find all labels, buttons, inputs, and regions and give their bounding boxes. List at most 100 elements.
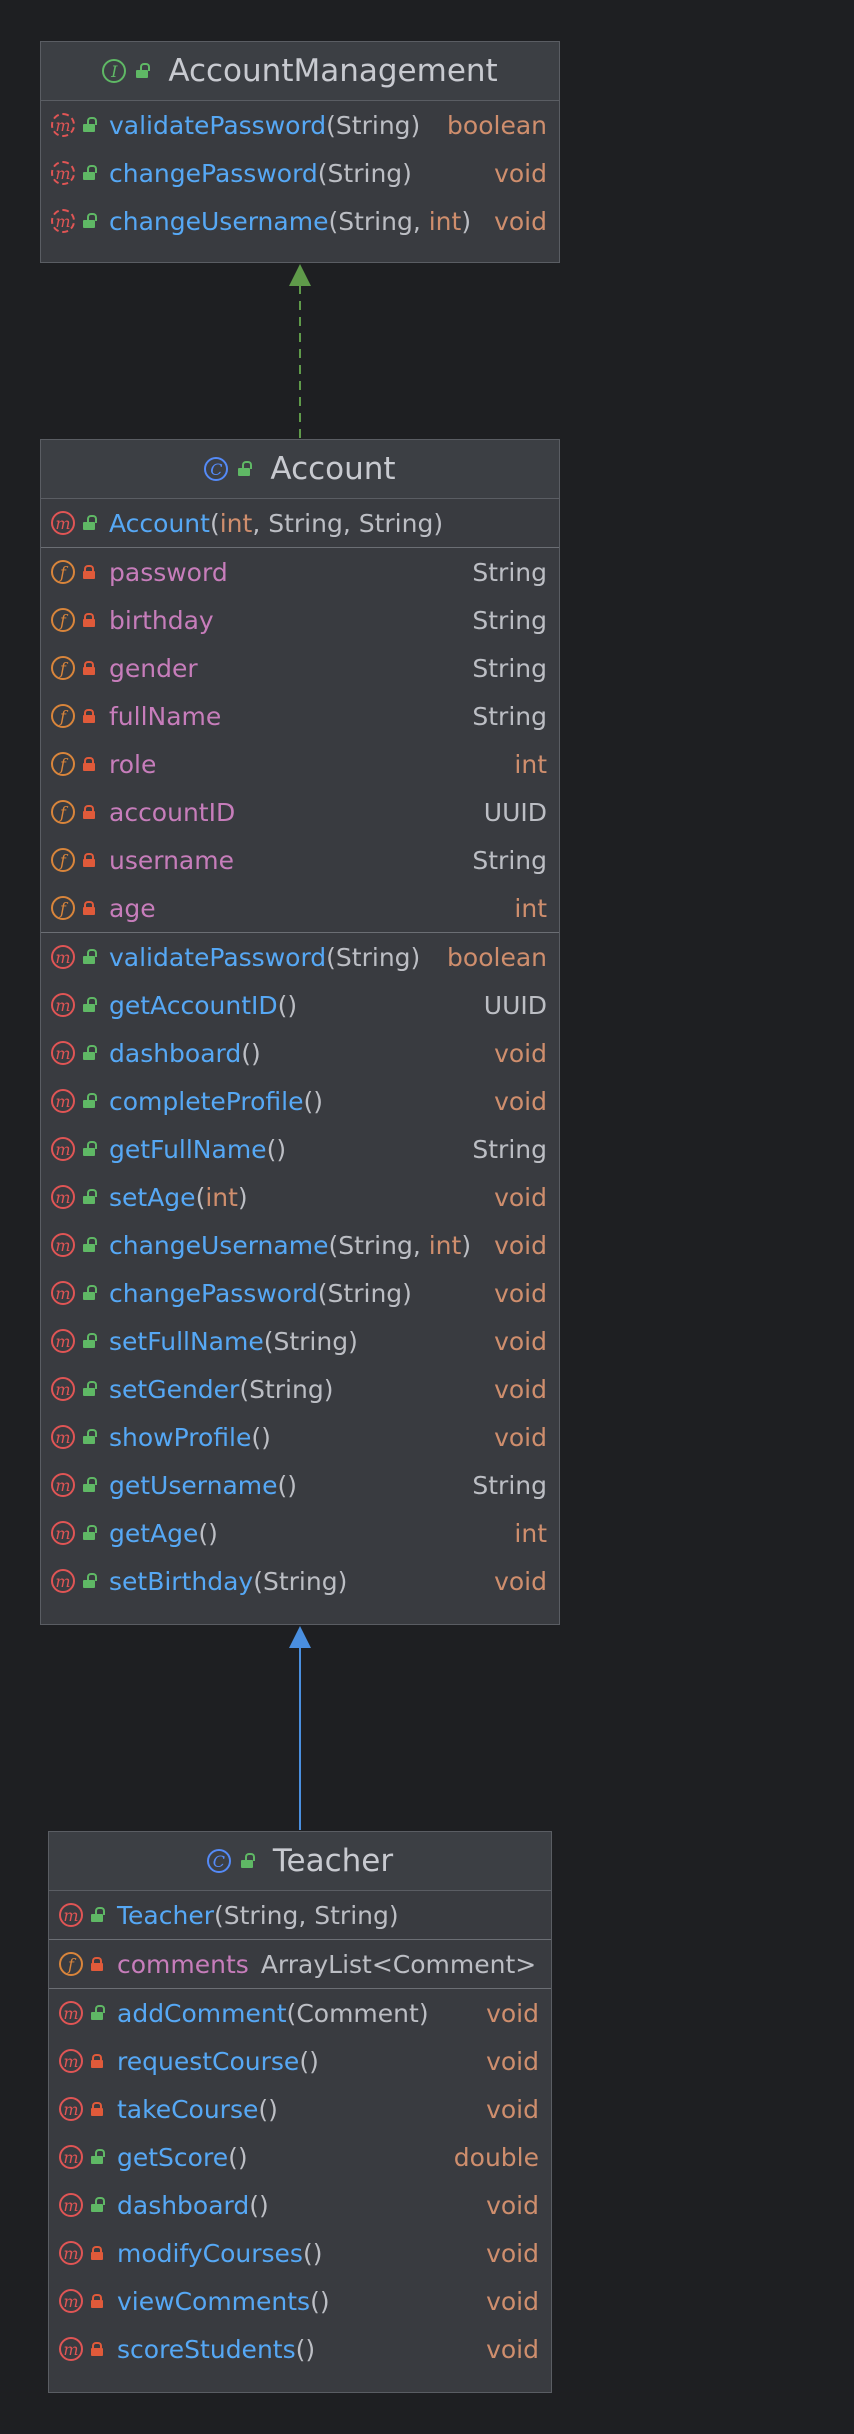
method-icon: m [59,2193,83,2217]
return-type: void [486,2238,539,2268]
method-icon: m [51,1233,75,1257]
field-icon: f [51,656,75,680]
method-name: dashboard [117,2190,250,2220]
return-type: void [494,1230,547,1260]
parameter-list: (int, String, String) [209,508,444,538]
method-icon: m [51,993,75,1017]
return-type: int [514,1518,547,1548]
return-type: double [453,2142,539,2172]
unlocked-icon [83,1429,97,1444]
locked-icon [83,661,95,675]
return-type: void [494,1086,547,1116]
locked-icon [83,613,95,627]
class-title: Teacher [272,1843,394,1879]
parameter-type: String [249,1374,324,1404]
method-icon: m [59,2145,83,2169]
unlocked-icon [83,515,97,530]
field-icon: f [51,752,75,776]
locked-icon [83,757,95,771]
method-icon: m [51,945,75,969]
parameter-list: (String) [263,1326,358,1356]
field-icon: f [51,608,75,632]
unlocked-icon [91,1907,105,1922]
field-type: String [472,557,547,587]
return-type: void [486,2094,539,2124]
parameter-list: () [198,1518,218,1548]
method-name: getAge [109,1518,199,1548]
unlocked-icon [83,1285,97,1300]
method-name: Teacher [117,1900,214,1930]
parameter-list: () [299,2046,319,2076]
field-name: comments [117,1949,249,1979]
unlocked-icon [91,2197,105,2212]
unlocked-icon [83,1477,97,1492]
method-name: showProfile [109,1422,252,1452]
field-name: age [109,893,156,923]
parameter-list: () [295,2334,316,2364]
method-icon: m [51,1281,75,1305]
field-icon: f [51,848,75,872]
method-icon: m [51,1425,75,1449]
locked-icon [83,805,95,819]
return-type: void [486,2190,539,2220]
method-icon: m [59,2049,83,2073]
method-name: viewComments [117,2286,311,2316]
method-icon: m [59,2097,83,2121]
field-name: password [109,557,228,587]
unlocked-icon [83,1093,97,1108]
method-icon: m [59,2001,83,2025]
method-name: getScore [117,2142,229,2172]
parameter-list: () [277,1470,298,1500]
field-type: String [472,701,547,731]
parameter-list: (Comment) [286,1998,429,2028]
unlocked-icon [83,1045,97,1060]
method-icon: m [59,2241,83,2265]
method-icon: m [51,1569,75,1593]
field-type: ArrayList<Comment> [260,1949,537,1979]
extends-arrowhead [289,1626,311,1648]
return-type: void [494,206,547,236]
